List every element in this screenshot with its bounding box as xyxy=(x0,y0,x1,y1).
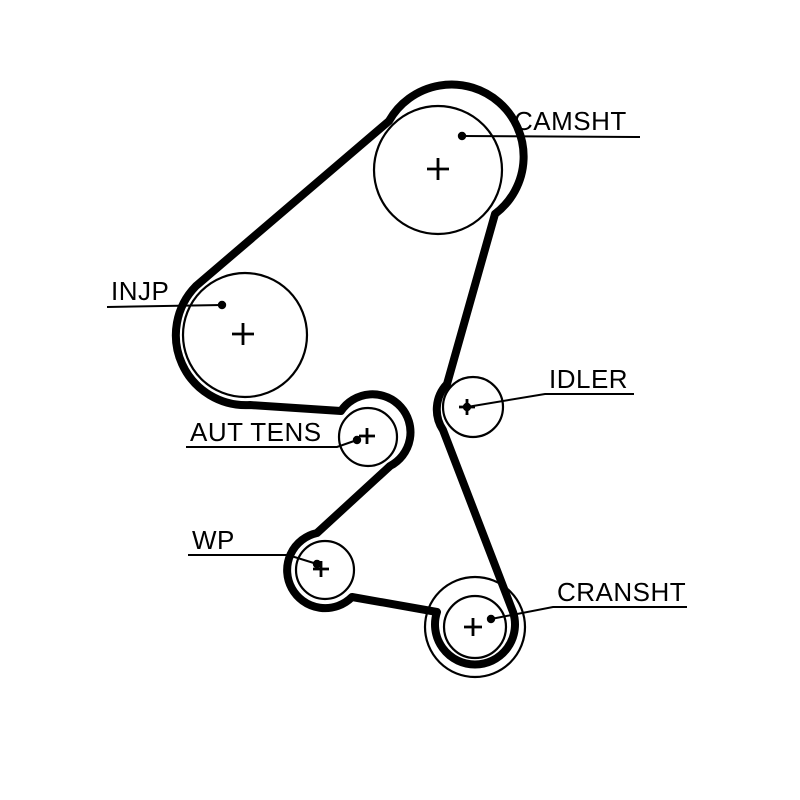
aut-tens-anchor-dot xyxy=(352,435,362,445)
wp-anchor-dot xyxy=(312,559,322,569)
camsht-anchor-dot xyxy=(457,131,467,141)
injp-label: INJP xyxy=(111,276,169,306)
idler-label: IDLER xyxy=(549,364,628,394)
cransht-label: CRANSHT xyxy=(557,577,686,607)
camsht-plus-icon xyxy=(427,158,449,180)
injp-plus-icon xyxy=(232,323,254,345)
idler-anchor-dot xyxy=(462,402,472,412)
aut-tens-plus-icon xyxy=(359,428,375,444)
injp-leader-line xyxy=(106,304,223,308)
idler-leader-line xyxy=(466,393,634,408)
aut-tens-label: AUT TENS xyxy=(190,417,322,447)
wp-label: WP xyxy=(192,525,235,555)
camsht-label: CAMSHT xyxy=(514,106,627,136)
aut-tens-leader-line xyxy=(186,439,358,448)
timing-belt-path xyxy=(171,80,528,669)
wp-leader-line xyxy=(188,554,318,565)
cransht-leader-line xyxy=(490,606,687,620)
camsht-leader-line xyxy=(461,135,641,138)
cransht-plus-icon xyxy=(464,618,482,636)
cransht-anchor-dot xyxy=(486,614,496,624)
injp-anchor-dot xyxy=(217,300,227,310)
